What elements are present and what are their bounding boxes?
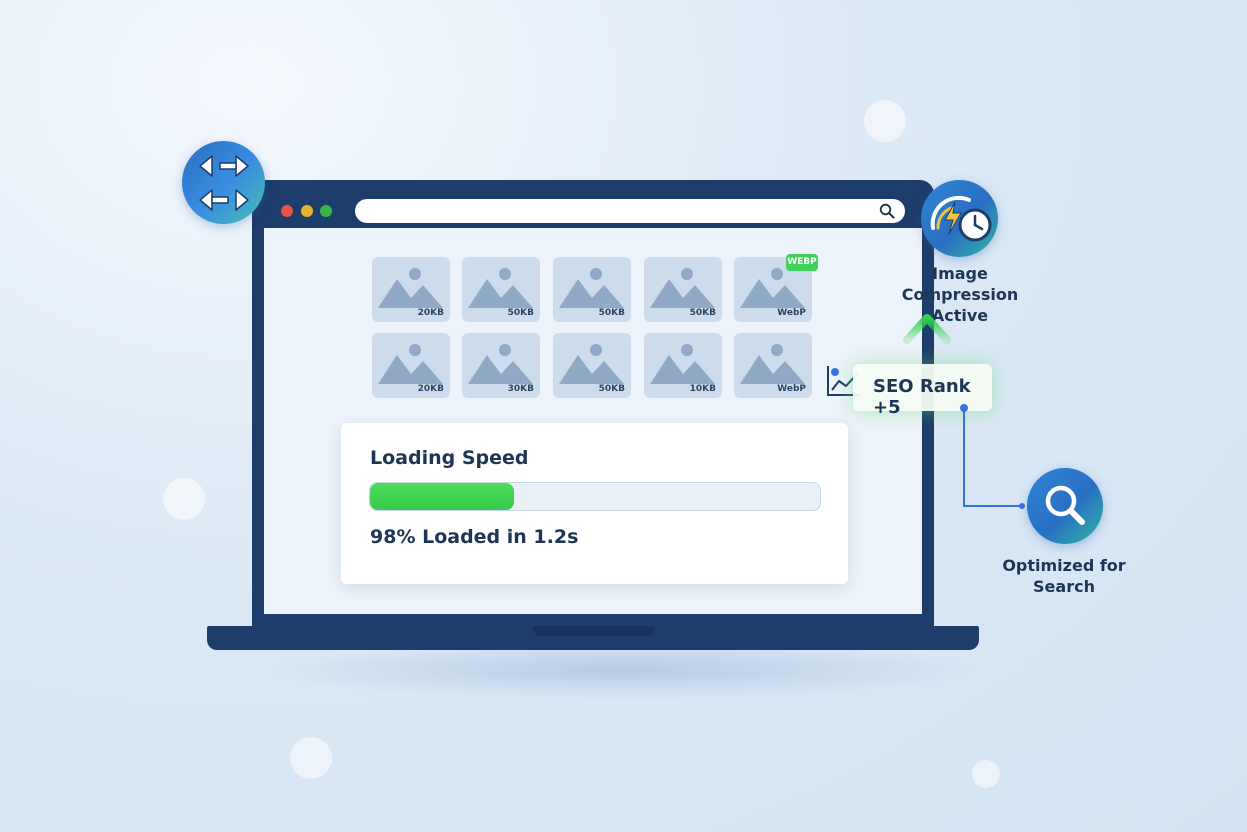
- line-chart-icon: [827, 366, 860, 396]
- search-label-line1: Optimized for: [1002, 556, 1126, 575]
- image-icon: [650, 268, 715, 308]
- address-bar[interactable]: [355, 199, 905, 223]
- compression-label-line1: Image Compression: [901, 264, 1019, 304]
- search-badge: [1027, 468, 1103, 544]
- close-dot[interactable]: [281, 205, 293, 217]
- search-label: Optimized for Search: [1000, 555, 1128, 597]
- image-icon: [378, 268, 443, 308]
- image-tile[interactable]: 50KB: [462, 257, 540, 322]
- decor-bubble: [163, 478, 205, 520]
- minimize-dot[interactable]: [301, 205, 313, 217]
- connector-line: [960, 404, 1025, 509]
- compression-badge: [921, 180, 998, 257]
- seo-rank-badge: SEO Rank +5: [853, 364, 992, 418]
- speed-clock-icon: [930, 195, 992, 242]
- image-size-label: 50KB: [689, 308, 716, 318]
- image-size-label: 30KB: [507, 384, 534, 394]
- image-tile[interactable]: 20KB: [372, 333, 450, 398]
- image-icon: [740, 344, 805, 384]
- image-icon: [559, 344, 624, 384]
- image-tile[interactable]: WebP: [734, 333, 812, 398]
- loading-progress-bar: [369, 482, 821, 511]
- image-tile[interactable]: 50KB: [553, 333, 631, 398]
- laptop-notch: [533, 626, 655, 636]
- image-size-label: 20KB: [417, 384, 444, 394]
- image-tile[interactable]: 10KB: [644, 333, 722, 398]
- compression-label: Image Compression Active: [885, 263, 1035, 326]
- decor-bubble: [864, 100, 906, 142]
- compression-label-line2: Active: [931, 306, 989, 325]
- up-arrow-icon: [903, 314, 951, 372]
- seo-rank-label: SEO Rank +5: [873, 376, 971, 418]
- decor-bubble: [972, 760, 1000, 788]
- browser-toolbar: [252, 180, 934, 228]
- image-size-label: 50KB: [507, 308, 534, 318]
- image-tile[interactable]: 50KB: [553, 257, 631, 322]
- loading-speed-title: Loading Speed: [370, 447, 529, 469]
- loading-progress-fill: [370, 483, 514, 510]
- loading-speed-card: Loading Speed 98% Loaded in 1.2s: [341, 423, 848, 584]
- image-size-label: 20KB: [417, 308, 444, 318]
- image-tile[interactable]: 50KB: [644, 257, 722, 322]
- image-size-label: WebP: [777, 384, 806, 394]
- image-size-label: 50KB: [598, 384, 625, 394]
- image-size-label: 50KB: [598, 308, 625, 318]
- magnifier-icon: [1045, 485, 1085, 525]
- search-label-line2: Search: [1033, 577, 1095, 596]
- image-icon: [378, 344, 443, 384]
- image-icon: [650, 344, 715, 384]
- image-icon: [559, 268, 624, 308]
- decor-bubble: [290, 737, 332, 779]
- loading-status-text: 98% Loaded in 1.2s: [370, 526, 579, 548]
- image-tile[interactable]: 30KB: [462, 333, 540, 398]
- laptop-shadow: [260, 640, 980, 700]
- image-icon: [468, 268, 533, 308]
- maximize-dot[interactable]: [320, 205, 332, 217]
- resize-badge: [182, 141, 265, 224]
- image-size-label: WebP: [777, 308, 806, 318]
- webp-badge: WEBP: [786, 254, 818, 271]
- image-icon: [468, 344, 533, 384]
- image-icon: [740, 268, 805, 308]
- resize-arrows-icon: [199, 155, 249, 211]
- search-icon[interactable]: [879, 203, 895, 219]
- image-tile[interactable]: 20KB: [372, 257, 450, 322]
- image-size-label: 10KB: [689, 384, 716, 394]
- laptop-base: [207, 626, 979, 650]
